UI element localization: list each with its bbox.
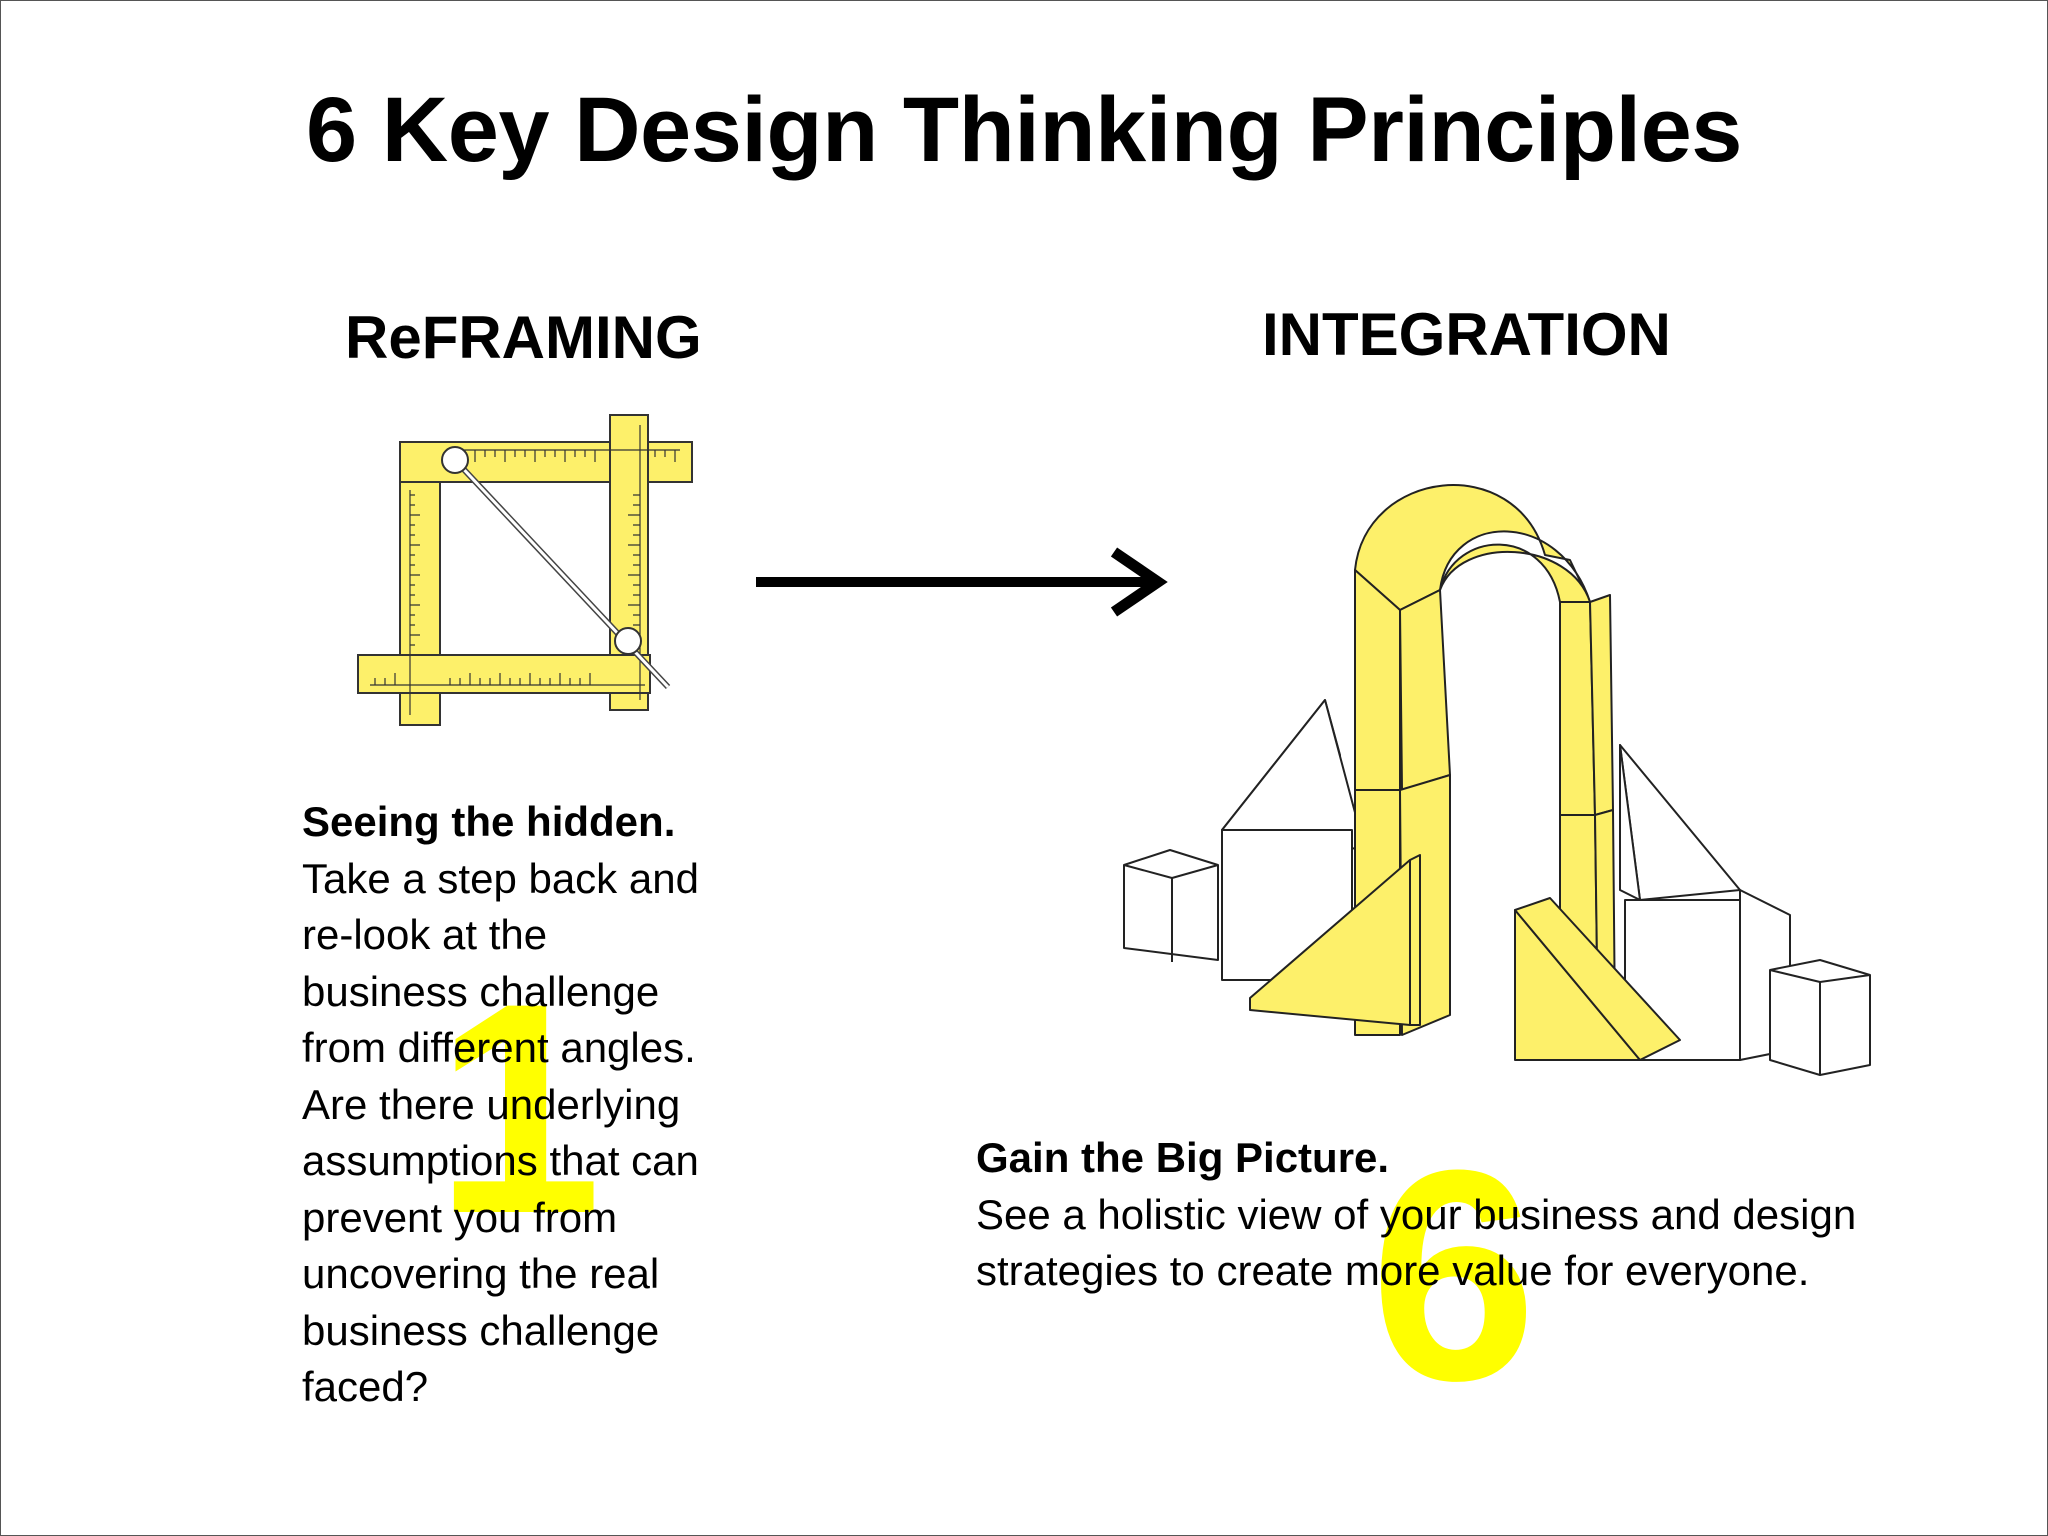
- measuring-tape-frame-icon: [357, 414, 693, 726]
- text-line: re-look at the: [302, 911, 548, 958]
- right-arrow-icon: [756, 547, 1168, 617]
- text-line: See a holistic view of your business and…: [976, 1190, 1857, 1238]
- reframing-heading: ReFRAMING: [345, 304, 702, 371]
- principle-number-6: 6: [1370, 1107, 1537, 1443]
- text-line: faced?: [302, 1363, 429, 1410]
- principle-number-1: 1: [435, 940, 602, 1276]
- text-line: prevent you from: [302, 1193, 618, 1241]
- building-blocks-arch-icon: [1123, 484, 1871, 1076]
- text-line: business challenge: [302, 1306, 660, 1354]
- text-line: Take a step back and: [302, 854, 699, 902]
- text-line: uncovering the real: [302, 1250, 660, 1297]
- text-line: strategies to create more value for ever…: [976, 1247, 1810, 1294]
- integration-lead: Gain the Big Picture.: [976, 1134, 1390, 1181]
- integration-heading: INTEGRATION: [1262, 301, 1671, 368]
- text-line: from different angles.: [302, 1024, 696, 1071]
- text-line: assumptions that can: [302, 1137, 699, 1184]
- integration-description: Gain the Big Picture. See a holistic vie…: [976, 1130, 1976, 1300]
- reframing-lead: Seeing the hidden.: [302, 798, 676, 845]
- reframing-description: Seeing the hidden. Take a step back and …: [302, 794, 772, 1416]
- page-title: 6 Key Design Thinking Principles: [306, 79, 1742, 181]
- text-line: business challenge: [302, 967, 660, 1015]
- text-line: Are there underlying: [302, 1080, 681, 1128]
